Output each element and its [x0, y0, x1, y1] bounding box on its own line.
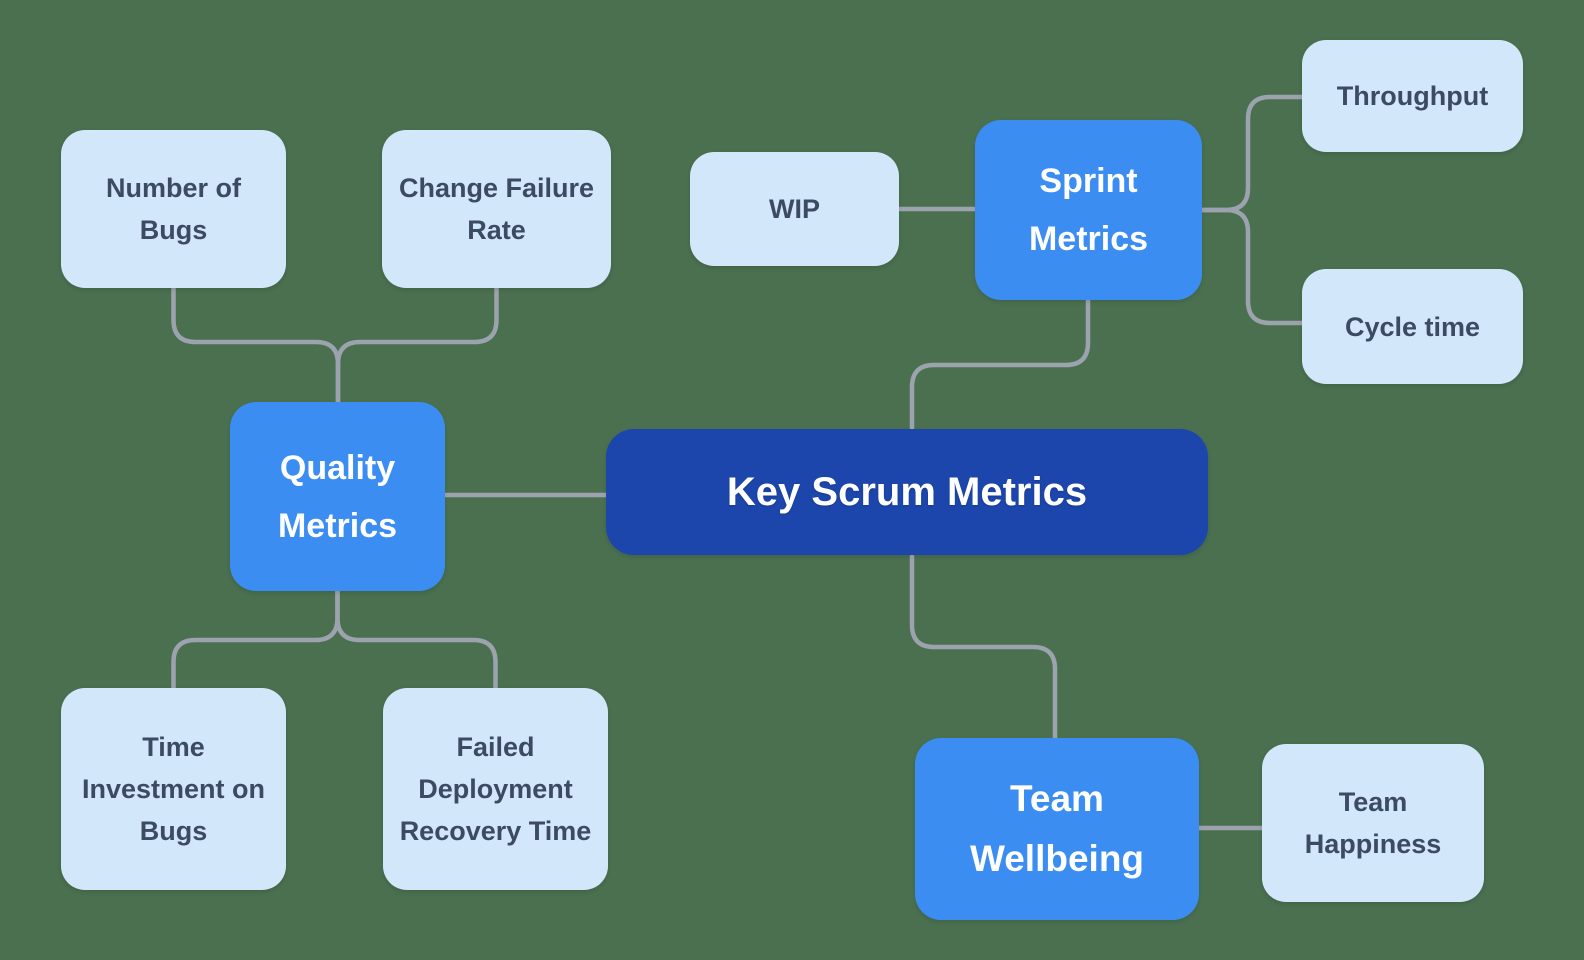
node-throughput[interactable]: Throughput	[1302, 40, 1523, 152]
node-failed-deployment-recovery-time-label: Failed Deployment Recovery Time	[399, 732, 592, 846]
node-cycle-time-label: Cycle time	[1344, 311, 1481, 342]
node-quality-metrics-label: Quality Metrics	[277, 448, 398, 545]
node-change-failure-rate[interactable]: Change Failure Rate	[382, 130, 611, 288]
node-sprint-metrics[interactable]: Sprint Metrics	[975, 120, 1202, 300]
node-team-happiness-label: Team Happiness	[1304, 787, 1442, 859]
node-team-wellbeing-label: Team Wellbeing	[969, 778, 1145, 879]
node-key-scrum-metrics-label: Key Scrum Metrics	[726, 470, 1088, 514]
node-quality-metrics[interactable]: Quality Metrics	[230, 402, 445, 591]
node-change-failure-rate-label: Change Failure Rate	[398, 173, 595, 245]
edge-quality-metrics-to-failed-deployment	[335, 588, 498, 691]
node-wip[interactable]: WIP	[690, 152, 899, 266]
edge-sprint-metrics-to-root	[909, 297, 1091, 432]
node-failed-deployment-recovery-time[interactable]: Failed Deployment Recovery Time	[383, 688, 608, 890]
node-cycle-time[interactable]: Cycle time	[1302, 269, 1523, 384]
node-number-of-bugs-label: Number of Bugs	[106, 173, 241, 245]
edge-quality-metrics-to-time-investment	[171, 588, 340, 691]
node-key-scrum-metrics[interactable]: Key Scrum Metrics	[606, 429, 1208, 555]
node-wip-label: WIP	[769, 194, 820, 224]
edge-sprint-metrics-to-cycle-time	[1199, 207, 1305, 326]
edge-change-failure-rate-to-quality-metrics	[335, 285, 499, 405]
node-number-of-bugs[interactable]: Number of Bugs	[61, 130, 286, 288]
node-throughput-label: Throughput	[1336, 81, 1489, 111]
node-team-wellbeing[interactable]: Team Wellbeing	[915, 738, 1199, 920]
node-team-happiness[interactable]: Team Happiness	[1262, 744, 1484, 902]
node-time-investment-on-bugs-label: Time Investment on Bugs	[81, 732, 266, 846]
edge-number-of-bugs-to-quality-metrics	[171, 285, 341, 405]
edge-sprint-metrics-to-throughput	[1199, 94, 1305, 213]
edge-root-to-team-wellbeing	[909, 552, 1058, 741]
node-time-investment-on-bugs[interactable]: Time Investment on Bugs	[61, 688, 286, 890]
node-sprint-metrics-label: Sprint Metrics	[1028, 162, 1149, 258]
